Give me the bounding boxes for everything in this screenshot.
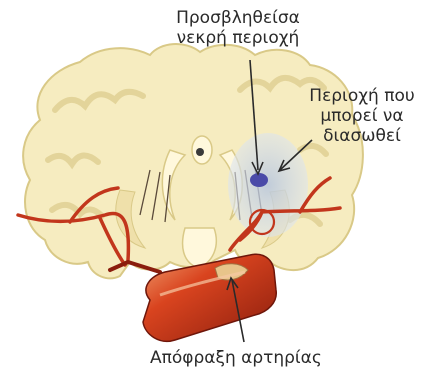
label-dead-area-line2: νεκρή περιοχή — [150, 28, 326, 48]
label-salvageable-line3: διασωθεί — [292, 126, 432, 146]
dead-core-area — [250, 173, 268, 187]
penumbra-area — [228, 133, 308, 237]
label-occlusion-text: Απόφραξη αρτηρίας — [150, 348, 390, 368]
label-salvageable-line1: Περιοχή που — [292, 86, 432, 106]
label-dead-area: Προσβληθείσα νεκρή περιοχή — [150, 8, 326, 48]
brain-section — [23, 44, 363, 278]
label-occlusion: Απόφραξη αρτηρίας — [150, 348, 390, 368]
label-salvageable-line2: μπορεί να — [292, 106, 432, 126]
label-dead-area-line1: Προσβληθείσα — [150, 8, 326, 28]
label-salvageable-area: Περιοχή που μπορεί να διασωθεί — [292, 86, 432, 146]
septum-dot — [196, 148, 204, 156]
